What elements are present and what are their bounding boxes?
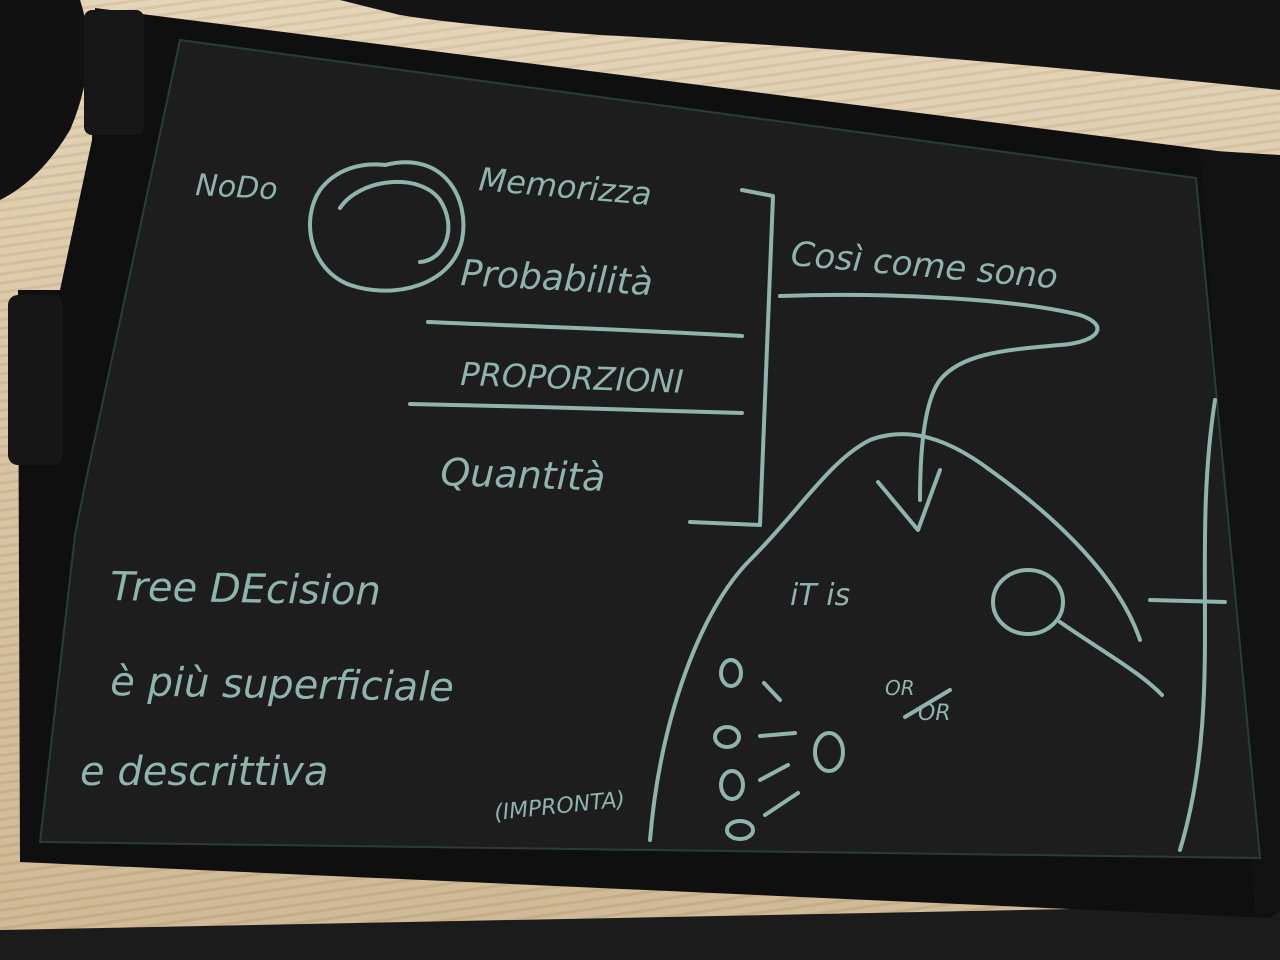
hill-shape [648, 432, 1142, 842]
tree-line-1: Tree DEcision [110, 564, 381, 615]
circle-inner-stroke [338, 179, 451, 264]
small-circle-2 [713, 725, 741, 749]
link-line-2 [758, 731, 797, 738]
underline-cosi [778, 292, 1100, 502]
label-it-is: iT is [790, 578, 850, 613]
bracket [688, 188, 775, 527]
object-top [340, 0, 1280, 90]
chalk-drawings [308, 160, 1227, 852]
tree-line-3: e descrittiva [80, 749, 328, 795]
label-nodo: NoDo [195, 168, 279, 207]
list-item-proporzioni: PROPORZIONI [460, 355, 685, 401]
magnifier-icon [991, 568, 1065, 636]
label-or-bottom: OR [918, 701, 951, 726]
tree-line-2: è più superficiale [110, 659, 454, 711]
tablet-side-bar [1200, 150, 1280, 915]
small-circle-4 [725, 819, 755, 841]
arrow-head-icon [876, 468, 942, 532]
circle-doodle-icon [308, 160, 466, 293]
object-bottom [0, 905, 1280, 960]
magnifier-handle [1058, 620, 1164, 697]
or-slash [903, 688, 952, 719]
label-or-top: OR [885, 676, 915, 700]
right-tick-line [1148, 598, 1227, 604]
tablet-clip-left [8, 295, 63, 465]
right-boundary-line [1178, 398, 1217, 852]
link-line-3 [758, 763, 790, 782]
separator-line-1 [426, 320, 744, 338]
small-circle-big [813, 731, 845, 773]
list-item-quantita: Quantità [440, 450, 606, 500]
small-circle-1 [719, 658, 743, 688]
link-line-4 [763, 791, 800, 817]
separator-line-2 [408, 402, 744, 415]
tablet-hinge-top [84, 10, 144, 135]
list-item-probabilita: Probabilità [460, 253, 654, 304]
cloth-top-left [0, 0, 88, 200]
tablet-screen [38, 38, 1262, 860]
link-line-1 [762, 681, 782, 702]
small-circle-3 [719, 769, 745, 801]
